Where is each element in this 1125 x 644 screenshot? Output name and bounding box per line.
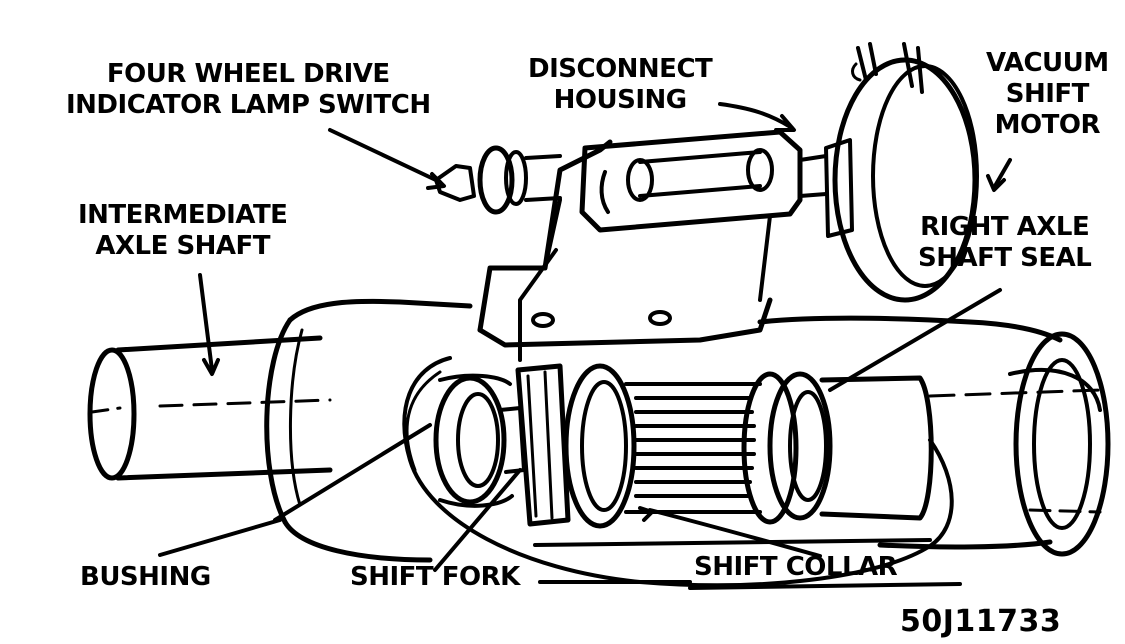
label-line: INDICATOR LAMP SWITCH xyxy=(66,90,431,120)
label-intermediate-axle-shaft: INTERMEDIATE AXLE SHAFT xyxy=(78,200,288,262)
disconnect-housing-drawing xyxy=(477,129,803,362)
bushing-drawing xyxy=(433,373,514,508)
label-line: VACUUM xyxy=(986,48,1109,78)
label-vacuum-shift-motor: VACUUM SHIFT MOTOR xyxy=(986,48,1109,141)
shift-fork-drawing xyxy=(498,363,571,527)
label-bushing: BUSHING xyxy=(80,562,211,592)
label-disconnect-housing: DISCONNECT HOUSING xyxy=(528,54,713,116)
intermediate-axle-shaft-drawing xyxy=(87,335,333,481)
label-line: FOUR WHEEL DRIVE xyxy=(106,59,390,89)
label-shift-collar: SHIFT COLLAR xyxy=(694,552,898,582)
axle-tube-collar-drawing xyxy=(264,298,473,563)
label-line: HOUSING xyxy=(553,85,687,115)
vacuum-shift-motor-drawing xyxy=(798,42,979,303)
label-right-axle-shaft-seal: RIGHT AXLE SHAFT SEAL xyxy=(918,212,1092,274)
label-line: SHAFT SEAL xyxy=(918,243,1092,273)
label-line: RIGHT AXLE xyxy=(920,212,1090,242)
label-line: DISCONNECT xyxy=(528,54,713,84)
label-line: AXLE SHAFT xyxy=(95,231,271,261)
label-four-wheel-drive-indicator-lamp-switch: FOUR WHEEL DRIVE INDICATOR LAMP SWITCH xyxy=(66,59,431,121)
shift-collar-drawing xyxy=(563,363,934,529)
label-line: INTERMEDIATE xyxy=(78,200,288,230)
right-axle-tube-drawing xyxy=(757,315,1111,557)
label-line: MOTOR xyxy=(994,110,1101,140)
indicator-lamp-switch-drawing xyxy=(434,145,562,215)
figure-reference-number: 50J11733 xyxy=(900,604,1062,639)
leader-lines xyxy=(158,102,1012,590)
label-shift-fork: SHIFT FORK xyxy=(350,562,520,592)
label-line: SHIFT xyxy=(1005,79,1090,109)
